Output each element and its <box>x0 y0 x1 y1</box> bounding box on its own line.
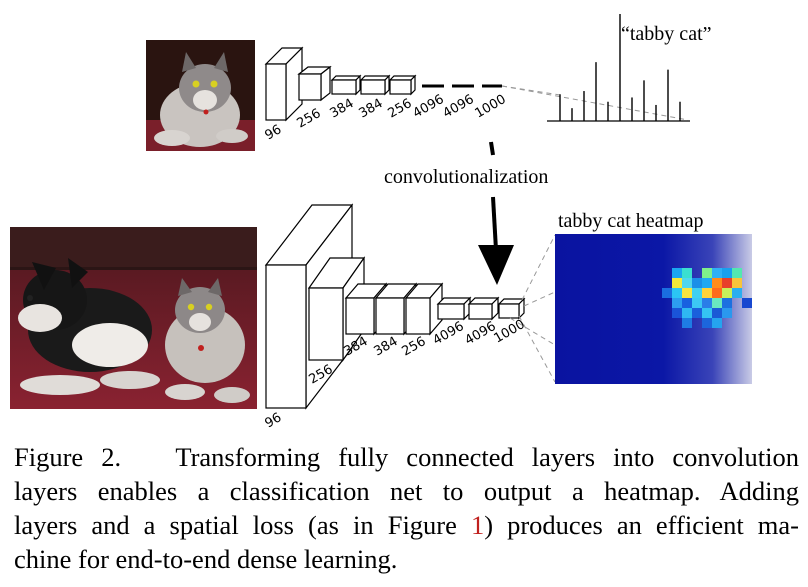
tabby-cat-label: “tabby cat” <box>621 23 712 45</box>
caption-text-3b: ) produces an efficient ma- <box>484 510 799 540</box>
heatmap-cell <box>712 298 722 308</box>
heatmap-cell <box>692 288 702 298</box>
top-network <box>264 46 417 122</box>
heatmap-cell <box>732 278 742 288</box>
top-size-1000: 1000 <box>473 92 509 122</box>
figure-label: Figure 2. <box>14 442 122 472</box>
heatmap-cell <box>682 298 692 308</box>
heatmap-cell <box>702 268 712 278</box>
bottom-network <box>264 203 526 410</box>
heatmap-cell <box>722 298 732 308</box>
bottom-size-384b: 384 <box>372 334 401 359</box>
heatmap-cell <box>712 308 722 318</box>
heatmap-cell <box>702 278 712 288</box>
heatmap-cell <box>682 278 692 288</box>
heatmap-cell <box>712 278 722 288</box>
convolutionalization-label: convolutionalization <box>384 166 548 188</box>
heatmap-cell <box>702 288 712 298</box>
heatmap-cell <box>672 278 682 288</box>
heatmap-cell <box>702 318 712 328</box>
top-size-4096b: 4096 <box>441 92 477 122</box>
top-size-384a: 384 <box>328 96 357 121</box>
caption-line-4: chine for end-to-end dense learning. <box>14 544 398 574</box>
class-score-chart: “tabby cat” <box>547 14 712 122</box>
heatmap-cell <box>732 288 742 298</box>
heatmap-cell <box>682 268 692 278</box>
top-projection-lines <box>501 85 689 121</box>
cat-photo <box>146 40 255 151</box>
heatmap-cell <box>722 288 732 298</box>
caption-text-1: Transforming fully connected layers into… <box>175 442 800 472</box>
dog-cat-photo <box>10 227 257 409</box>
bottom-size-96: 96 <box>263 410 285 430</box>
bottom-projection-lines <box>509 234 556 383</box>
heatmap-cell <box>672 268 682 278</box>
top-size-96: 96 <box>263 122 285 143</box>
heatmap-cell <box>702 308 712 318</box>
figure-caption: Figure 2. Transforming fully connected l… <box>14 440 799 576</box>
heatmap-cell <box>722 308 732 318</box>
heatmap-cell <box>662 288 672 298</box>
heatmap-cell <box>692 298 702 308</box>
caption-line-2: layers enables a classification net to o… <box>14 476 799 506</box>
heatmap-cell <box>682 318 692 328</box>
heatmap-cell <box>682 288 692 298</box>
heatmap-cell <box>672 298 682 308</box>
convolutionalization-arrow: convolutionalization <box>384 141 548 285</box>
top-size-384b: 384 <box>357 96 386 121</box>
figure-2-illustration: 96 256 384 384 256 4096 4096 1000 “tabby… <box>10 14 752 430</box>
heatmap-cell <box>712 288 722 298</box>
figure-reference-link[interactable]: 1 <box>470 510 485 540</box>
caption-line-1: Figure 2. Transforming fully connected l… <box>14 440 799 474</box>
heatmap-cell <box>672 288 682 298</box>
bottom-size-256b: 256 <box>400 334 429 359</box>
heatmap-cell <box>712 318 722 328</box>
top-size-256: 256 <box>295 106 324 131</box>
heatmap-cell <box>692 278 702 288</box>
bottom-size-1000: 1000 <box>492 317 528 347</box>
caption-line-3: layers and a spatial loss (as in Figure … <box>14 508 799 542</box>
heatmap-cell <box>692 308 702 318</box>
top-size-4096a: 4096 <box>411 92 447 122</box>
heatmap-cell <box>712 268 722 278</box>
heatmap-cell <box>702 298 712 308</box>
heatmap-cell <box>682 308 692 318</box>
heatmap-cell <box>732 268 742 278</box>
heatmap-label: tabby cat heatmap <box>558 210 704 232</box>
heatmap-cell <box>722 268 732 278</box>
heatmap-cell <box>742 298 752 308</box>
heatmap-cell <box>672 308 682 318</box>
heatmap-cell <box>722 278 732 288</box>
caption-text-3a: layers and a spatial loss (as in Figure <box>14 510 471 540</box>
tabby-cat-heatmap: tabby cat heatmap <box>555 210 752 384</box>
